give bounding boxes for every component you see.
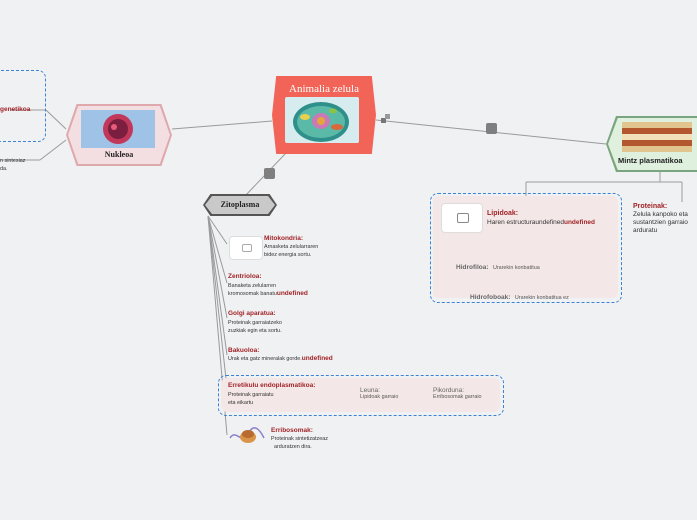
erretikulu-box — [218, 375, 504, 416]
zentrioloa-line-2: kromosomak banatu — [228, 291, 277, 297]
bakuoloa-line-1: Urak eta gatz mineralak gorde. — [228, 356, 302, 362]
pikorduna-title: Pikorduna: — [433, 387, 465, 394]
pikorduna-text: Erribosomak garraio — [433, 394, 482, 400]
nukleo-left-note-2: n sintesiaz — [0, 158, 26, 164]
nukleo-left-box — [0, 70, 46, 142]
bakuoloa-title: Bakuoloa: — [228, 347, 260, 354]
zentrioloa-tail: undefined — [276, 290, 308, 297]
drag-handle-zito[interactable] — [264, 168, 275, 179]
lipidoak-title: Lipidoak: — [487, 210, 519, 217]
erribosomak-title: Erribosomak: — [271, 427, 313, 434]
golgi-title: Golgi aparatua: — [228, 310, 276, 317]
erretikulu-line-1: Proteinak garraiatu — [228, 392, 274, 398]
mitokondria-title: Mitokondria: — [264, 235, 303, 242]
zito-node[interactable] — [205, 196, 275, 214]
proteinak-text: Zelula kanpoko eta sustantzien garraio a… — [633, 211, 688, 235]
zentrioloa-line-1: Banaketa zelularren — [228, 283, 276, 289]
bakuoloa-text: Urak eta gatz mineralak gorde.undefined — [228, 355, 333, 363]
mitokondria-text: Arnasketa zelularraren bidez energia sor… — [264, 243, 318, 259]
mitokondria-line-2: bidez energia sortu. — [264, 252, 312, 258]
zentrioloa-line-2-wrap: kromosomak banatuundefined — [228, 290, 308, 298]
erretikulu-title: Erretikulu endoplasmatikoa: — [228, 382, 316, 389]
leuna-text: Lipidoak garraio — [360, 394, 399, 400]
mintz-title: Mintz plasmatikoa — [618, 156, 683, 165]
central-title: Animalia zelula — [289, 83, 359, 95]
golgi-line-2: zuzkiak egin eta sortu. — [228, 328, 282, 334]
mitokondria-line-1: Arnasketa zelularraren — [264, 244, 319, 250]
hidrofoboak-title: Hidrofoboak: — [470, 294, 511, 301]
pikorduna-item[interactable]: Pikorduna: Erribosomak garraio — [433, 387, 482, 400]
erribosomak-text: Proteinak sintetizatzeaz arduratzen dira… — [271, 435, 328, 451]
proteinak-line-2: sustantzien garraio — [633, 219, 688, 226]
bakuoloa-tail: undefined — [301, 355, 333, 362]
erretikulu-bg — [221, 378, 500, 412]
proteinak-line-3: arduratu — [633, 227, 658, 234]
link-icon[interactable] — [381, 110, 390, 123]
zentrioloa-text: Banaketa zelularren kromosomak banatuund… — [228, 282, 308, 298]
hidrofiloa-text: Urarekin konbatitua — [492, 265, 540, 271]
zito-title: Zitoplasma — [220, 200, 260, 209]
nukleo-left-note-3: da. — [0, 166, 8, 172]
golgi-line-1: Proteinak garraiatzeko — [228, 320, 282, 326]
proteinak-title: Proteinak: — [633, 203, 668, 210]
leuna-item[interactable]: Leuna: Lipidoak garraio — [360, 387, 398, 400]
hidrofiloa-item[interactable]: Hidrofiloa: Urarekin konbatitua — [456, 256, 540, 274]
erribosomak-line-1: Proteinak sintetizatzeaz — [271, 436, 328, 442]
hidrofiloa-title: Hidrofiloa: — [456, 264, 489, 271]
camera-icon — [242, 244, 252, 252]
nukleo-left-note-1: genetikoa — [0, 106, 31, 113]
lipidoak-text-tail: undefined — [563, 219, 596, 226]
proteinak-line-1: Zelula kanpoko eta — [633, 211, 688, 218]
lipidoak-text-main: Haren estructuraundefined — [487, 219, 564, 226]
camera-icon — [457, 213, 469, 223]
cell-image — [285, 97, 359, 143]
hidrofoboak-item[interactable]: Hidrofoboak: Urarekin konbatitua ez — [470, 286, 569, 304]
mintz-image — [622, 122, 692, 152]
erretikulu-text: Proteinak garraiatu eta eikartu — [228, 391, 274, 407]
lipidoak-text: Haren estructuraundefinedundefined — [487, 219, 595, 226]
lipidoak-box — [430, 193, 622, 303]
hidrofoboak-text: Urarekin konbatitua ez — [514, 295, 569, 301]
nukleo-image — [81, 110, 155, 148]
leuna-title: Leuna: — [360, 387, 380, 394]
zentrioloa-title: Zentrioloa: — [228, 273, 262, 280]
mitokondria-image-placeholder[interactable] — [229, 236, 263, 260]
golgi-text: Proteinak garraiatzeko zuzkiak egin eta … — [228, 319, 282, 335]
nukleo-title: Nukleoa — [104, 150, 134, 159]
erribosomak-line-2: arduratzen dira. — [274, 444, 312, 450]
drag-handle-mintz[interactable] — [486, 123, 497, 134]
erribosomak-image — [228, 424, 266, 448]
erretikulu-line-2: eta eikartu — [228, 400, 254, 406]
lipidoak-image-placeholder[interactable] — [441, 203, 483, 233]
